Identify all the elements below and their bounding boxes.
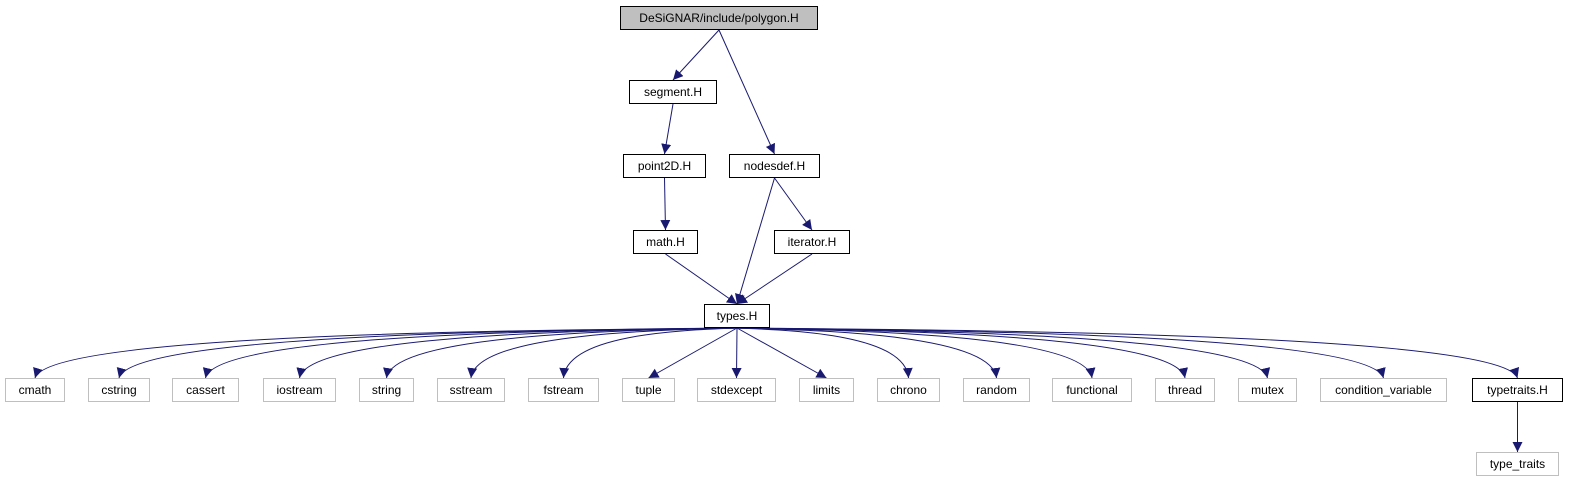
edge-nodesdef-to-iterator (774, 177, 813, 231)
edge-root-to-nodesdef (718, 29, 775, 155)
edge-types-to-random (736, 327, 1001, 379)
edge-types-to-typetraitsh (736, 327, 1519, 379)
node-thread: thread (1155, 378, 1215, 402)
edge-point2d-to-math (660, 177, 671, 231)
node-root[interactable]: DeSiGNAR/include/polygon.H (620, 6, 818, 30)
node-random: random (963, 378, 1030, 402)
edge-types-to-cassert (202, 327, 738, 379)
node-point2d[interactable]: point2D.H (623, 154, 706, 178)
node-chrono: chrono (877, 378, 940, 402)
edge-types-to-thread (736, 327, 1188, 379)
node-condvar: condition_variable (1320, 378, 1447, 402)
node-nodesdef[interactable]: nodesdef.H (729, 154, 820, 178)
edge-types-to-fstream (559, 327, 738, 379)
node-type-traits: type_traits (1476, 452, 1559, 476)
node-iostream: iostream (263, 378, 336, 402)
node-fstream: fstream (528, 378, 599, 402)
node-math[interactable]: math.H (633, 230, 698, 254)
edge-math-to-types (665, 253, 738, 305)
edge-types-to-limits (736, 327, 827, 379)
edge-nodesdef-to-types (735, 177, 775, 305)
node-cassert: cassert (172, 378, 239, 402)
node-string: string (359, 378, 414, 402)
node-mutex: mutex (1238, 378, 1297, 402)
edge-types-to-stdexcept (731, 327, 742, 379)
edge-types-to-functional (736, 327, 1096, 379)
edge-types-to-sstream (467, 327, 738, 379)
edge-root-to-segment (672, 29, 720, 81)
node-limits: limits (799, 378, 854, 402)
node-segment[interactable]: segment.H (629, 80, 717, 104)
node-stdexcept: stdexcept (697, 378, 776, 402)
node-tuple: tuple (622, 378, 675, 402)
edge-types-to-tuple (648, 327, 738, 379)
node-types[interactable]: types.H (704, 304, 770, 328)
node-functional: functional (1052, 378, 1132, 402)
node-cmath: cmath (5, 378, 65, 402)
edge-iterator-to-types (736, 253, 813, 305)
edge-types-to-iostream (296, 327, 738, 379)
node-sstream: sstream (437, 378, 505, 402)
edge-segment-to-point2d (661, 103, 674, 155)
node-iterator[interactable]: iterator.H (774, 230, 850, 254)
node-cstring: cstring (88, 378, 150, 402)
node-typetraitsh[interactable]: typetraits.H (1472, 378, 1563, 402)
edge-types-to-mutex (736, 327, 1271, 379)
